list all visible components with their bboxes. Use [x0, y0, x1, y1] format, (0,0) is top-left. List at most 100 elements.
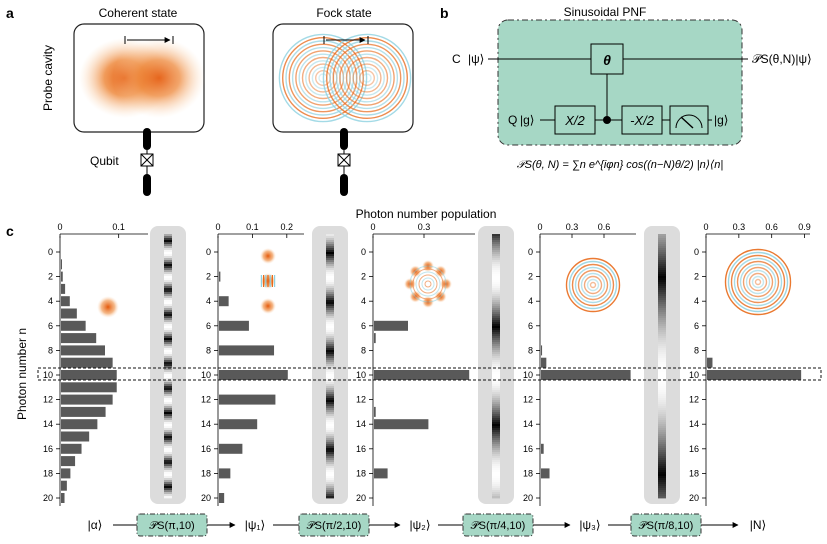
filter-band: [492, 370, 500, 373]
population-bar: [61, 357, 113, 368]
filter-band: [658, 242, 666, 245]
filter-band: [164, 450, 172, 453]
filter-band: [326, 356, 334, 359]
filter-band: [164, 318, 172, 321]
filter-band: [492, 352, 500, 355]
population-bar: [61, 320, 86, 331]
filter-band: [326, 438, 334, 441]
filter-band: [658, 302, 666, 305]
filter-band: [326, 262, 334, 265]
filter-band: [164, 412, 172, 415]
filter-band: [658, 330, 666, 333]
cavity-input-state: |ψ⟩: [468, 52, 484, 66]
filter-band: [164, 488, 172, 491]
filter-band: [326, 246, 334, 249]
population-bar: [219, 296, 229, 307]
filter-band: [326, 376, 334, 379]
population-bar: [61, 480, 67, 491]
filter-band: [492, 344, 500, 347]
filter-band: [326, 364, 334, 367]
y-tick-label: 4: [361, 296, 366, 306]
filter-band: [164, 444, 172, 447]
filter-band: [658, 480, 666, 483]
filter-band: [164, 322, 172, 325]
filter-band: [164, 330, 172, 333]
filter-band: [658, 248, 666, 251]
filter-band: [164, 394, 172, 397]
y-tick-label: 18: [523, 468, 533, 478]
population-bar: [61, 296, 70, 307]
filter-band: [164, 460, 172, 463]
filter-band: [326, 452, 334, 455]
filter-band: [658, 322, 666, 325]
filter-band: [326, 486, 334, 489]
filter-band: [658, 298, 666, 301]
filter-band: [492, 420, 500, 423]
filter-band: [658, 352, 666, 355]
filter-band: [492, 316, 500, 319]
filter-band: [658, 244, 666, 247]
filter-band: [658, 440, 666, 443]
filter-band: [326, 266, 334, 269]
filter-band: [326, 410, 334, 413]
filter-band: [326, 244, 334, 247]
filter-band: [326, 400, 334, 403]
wigner-ring: [739, 263, 777, 301]
filter-band: [326, 466, 334, 469]
filter-band: [326, 402, 334, 405]
filter-band: [492, 432, 500, 435]
filter-band: [326, 368, 334, 371]
filter-band: [658, 420, 666, 423]
filter-band: [326, 444, 334, 447]
filter-band: [492, 496, 500, 499]
fock-ring: [288, 43, 358, 113]
filter-band: [658, 340, 666, 343]
filter-band: [164, 260, 172, 263]
filter-band: [164, 458, 172, 461]
filter-band: [492, 286, 500, 289]
filter-band: [326, 334, 334, 337]
population-bar: [219, 468, 231, 479]
filter-band: [658, 306, 666, 309]
filter-band: [492, 364, 500, 367]
filter-band: [658, 292, 666, 295]
filter-band: [492, 238, 500, 241]
filter-band: [658, 328, 666, 331]
filter-band: [326, 274, 334, 277]
filter-band: [326, 460, 334, 463]
filter-band: [658, 448, 666, 451]
filter-band: [164, 238, 172, 241]
fock-title: Fock state: [316, 6, 372, 20]
y-axis-title: Photon number n: [15, 328, 29, 420]
filter-band: [164, 484, 172, 487]
filter-band: [492, 336, 500, 339]
filter-band: [658, 278, 666, 281]
population-bar: [374, 406, 376, 417]
fock-ring: [322, 33, 412, 123]
wigner-ring: [754, 278, 762, 286]
filter-band: [164, 248, 172, 251]
filter-band: [326, 306, 334, 309]
filter-band: [164, 388, 172, 391]
filter-band: [326, 302, 334, 305]
filter-band: [164, 244, 172, 247]
filter-band: [326, 448, 334, 451]
filter-band: [658, 268, 666, 271]
y-tick-label: 10: [689, 370, 699, 380]
filter-band: [658, 258, 666, 261]
filter-band: [492, 438, 500, 441]
filter-band: [326, 472, 334, 475]
filter-band: [326, 480, 334, 483]
filter-band: [164, 288, 172, 291]
filter-band: [326, 374, 334, 377]
filter-band: [492, 356, 500, 359]
y-tick-label: 2: [48, 272, 53, 282]
wigner-ring: [580, 272, 606, 298]
filter-band: [326, 408, 334, 411]
filter-band: [326, 436, 334, 439]
population-bar: [61, 406, 106, 417]
filter-band: [492, 268, 500, 271]
filter-band: [492, 266, 500, 269]
filter-band: [658, 454, 666, 457]
